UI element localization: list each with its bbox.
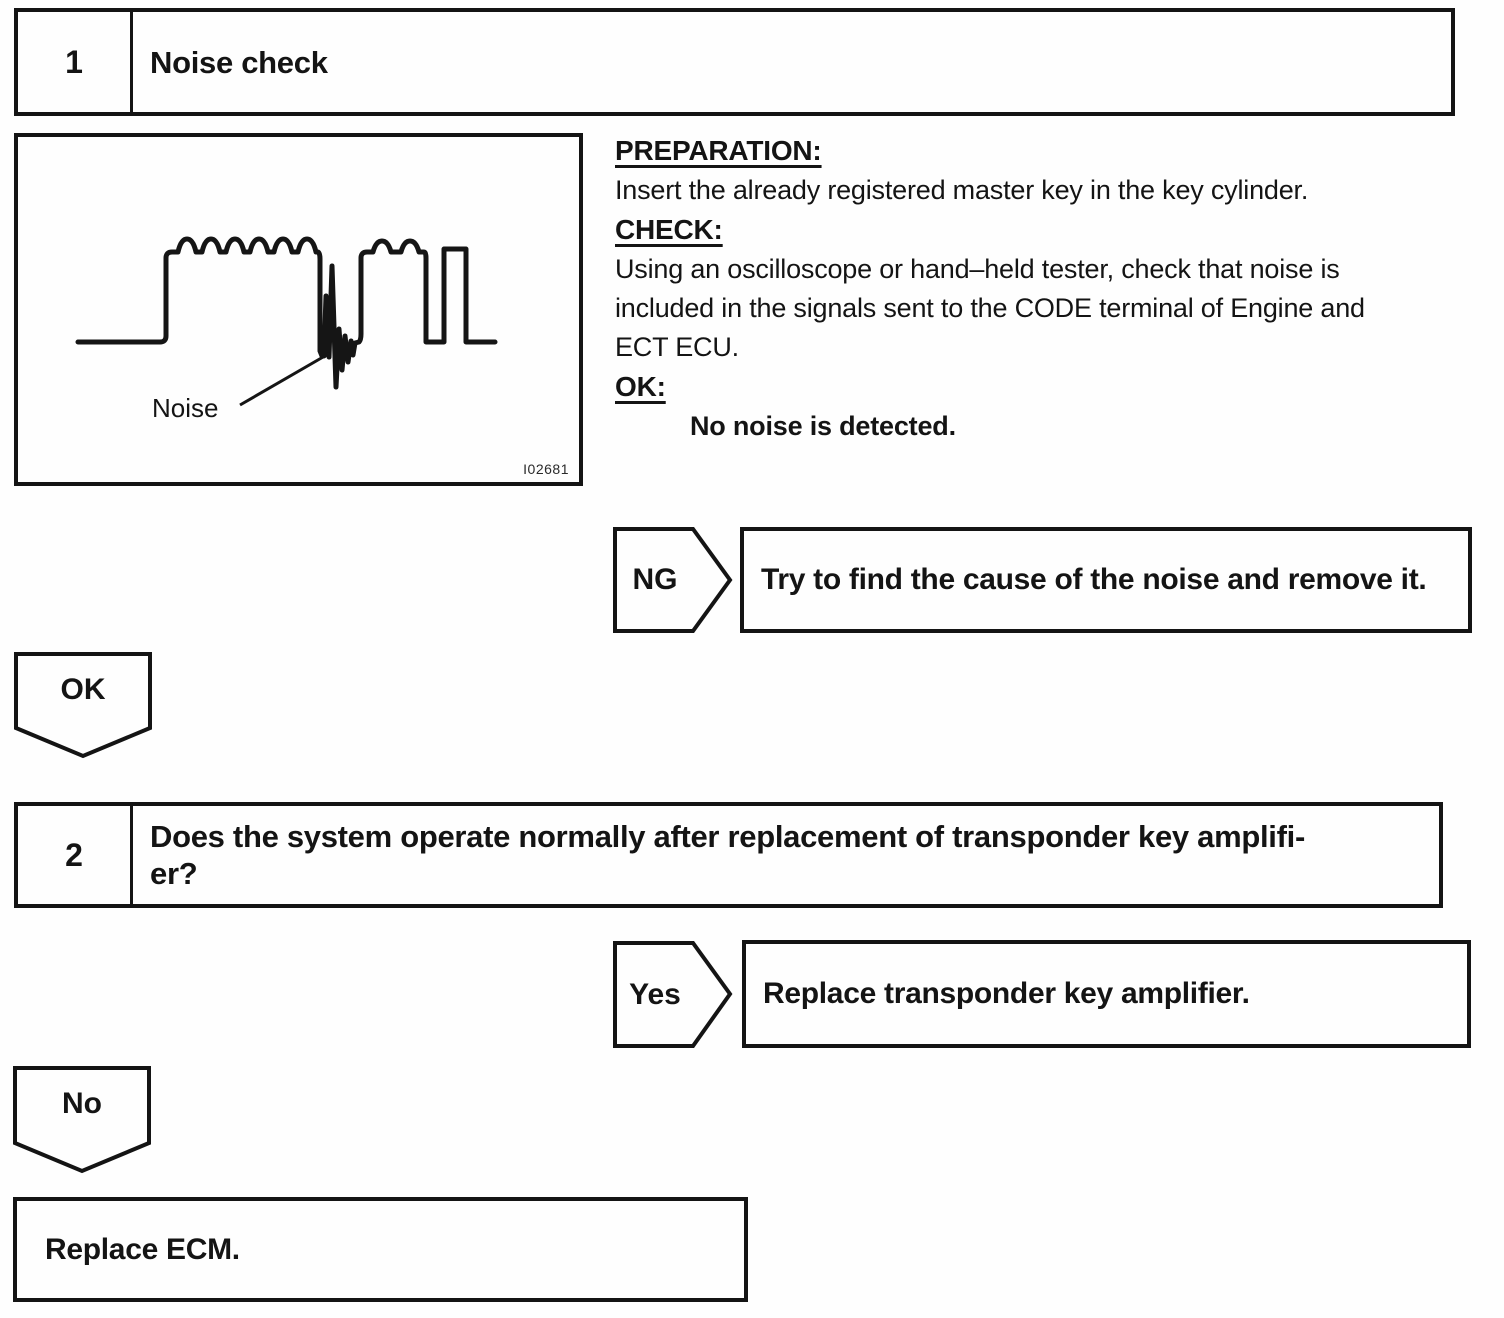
instruction-block: PREPARATION: Insert the already register…: [615, 131, 1475, 446]
check-text-line2: included in the signals sent to the CODE…: [615, 293, 1365, 323]
step1-number: 1: [18, 12, 133, 112]
ng-label: NG: [632, 563, 678, 596]
ng-connector: NG: [613, 527, 733, 633]
yes-arrow-shape: [613, 941, 733, 1048]
ok-label: OK: [60, 673, 106, 706]
check-text-line3: ECT ECU.: [615, 332, 739, 362]
yes-label: Yes: [629, 977, 681, 1011]
ok-connector: OK: [14, 652, 152, 759]
yes-action-text: Replace transponder key amplifier.: [763, 977, 1250, 1010]
ok-heading: OK:: [615, 371, 666, 402]
step1-title: Noise check: [150, 44, 328, 80]
final-action-text: Replace ECM.: [45, 1232, 240, 1266]
step2-title-line1: Does the system operate normally after r…: [150, 819, 1305, 854]
ng-action-box: Try to find the cause of the noise and r…: [740, 527, 1472, 633]
step2-number: 2: [18, 806, 133, 904]
no-arrow-shape: [13, 1066, 151, 1174]
step2-title-line2: er?: [150, 856, 198, 891]
waveform-illustration: [75, 236, 498, 407]
preparation-text: Insert the already registered master key…: [615, 175, 1309, 205]
step1-header-box: 1 Noise check: [14, 8, 1455, 116]
check-heading: CHECK:: [615, 214, 723, 245]
noise-pointer-line: [239, 351, 331, 407]
ng-action-text: Try to find the cause of the noise and r…: [761, 563, 1427, 596]
final-action-box: Replace ECM.: [13, 1197, 748, 1302]
yes-connector: Yes: [613, 941, 733, 1048]
ng-arrow-shape: [613, 527, 733, 633]
figure-code: I02681: [523, 461, 569, 477]
noise-callout-label: Noise: [152, 393, 219, 423]
no-connector: No: [13, 1066, 151, 1174]
ok-arrow-shape: [14, 652, 152, 759]
no-label: No: [62, 1087, 102, 1120]
oscilloscope-figure: Noise I02681: [14, 133, 583, 486]
step2-header-box: 2 Does the system operate normally after…: [14, 802, 1443, 908]
ok-result-text: No noise is detected.: [690, 411, 956, 441]
yes-action-box: Replace transponder key amplifier.: [742, 940, 1471, 1048]
preparation-heading: PREPARATION:: [615, 135, 822, 166]
check-text-line1: Using an oscilloscope or hand–held teste…: [615, 254, 1340, 284]
